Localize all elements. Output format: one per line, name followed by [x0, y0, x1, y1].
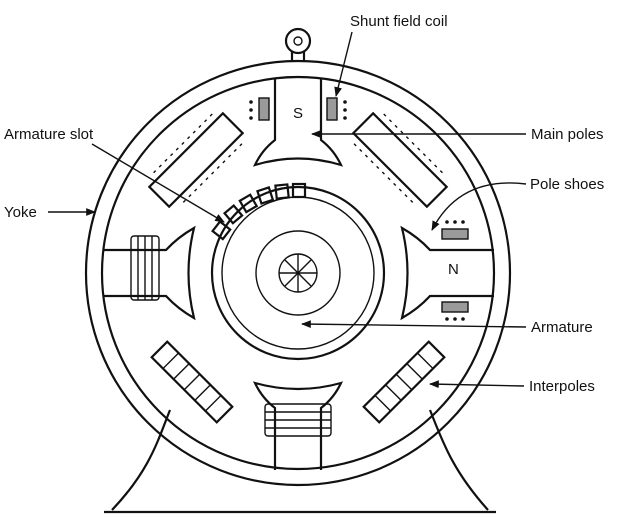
lifting-eye	[284, 27, 312, 62]
armature	[210, 185, 386, 361]
interpole-top-left	[147, 111, 245, 209]
leader-armature-slot	[91, 143, 225, 223]
interpole-bottom-right	[362, 340, 446, 424]
leader-armature	[301, 320, 527, 329]
label-yoke: Yoke	[4, 204, 37, 221]
main-pole-bottom	[252, 381, 344, 470]
label-armature: Armature	[531, 319, 593, 336]
label-armature-slot: Armature slot	[4, 126, 94, 143]
pole-mark-north: N	[448, 261, 459, 278]
leader-pole-shoes	[431, 182, 527, 231]
interpole-top-right	[351, 111, 449, 209]
label-shunt-field-coil: Shunt field coil	[350, 13, 448, 30]
leader-shunt-field-coil	[334, 31, 353, 97]
label-interpoles: Interpoles	[529, 378, 595, 395]
main-pole-right	[400, 220, 494, 321]
machine-base	[104, 409, 496, 514]
leader-interpoles	[429, 380, 525, 389]
interpole-bottom-left	[150, 340, 234, 424]
label-main-poles: Main poles	[531, 126, 604, 143]
armature-slots	[211, 182, 307, 241]
yoke-inner-ring	[100, 75, 496, 471]
main-pole-top	[249, 78, 347, 167]
main-pole-left	[104, 225, 196, 321]
label-pole-shoes: Pole shoes	[530, 176, 604, 193]
pole-mark-south: S	[293, 105, 303, 122]
yoke-outer-ring	[84, 59, 512, 487]
